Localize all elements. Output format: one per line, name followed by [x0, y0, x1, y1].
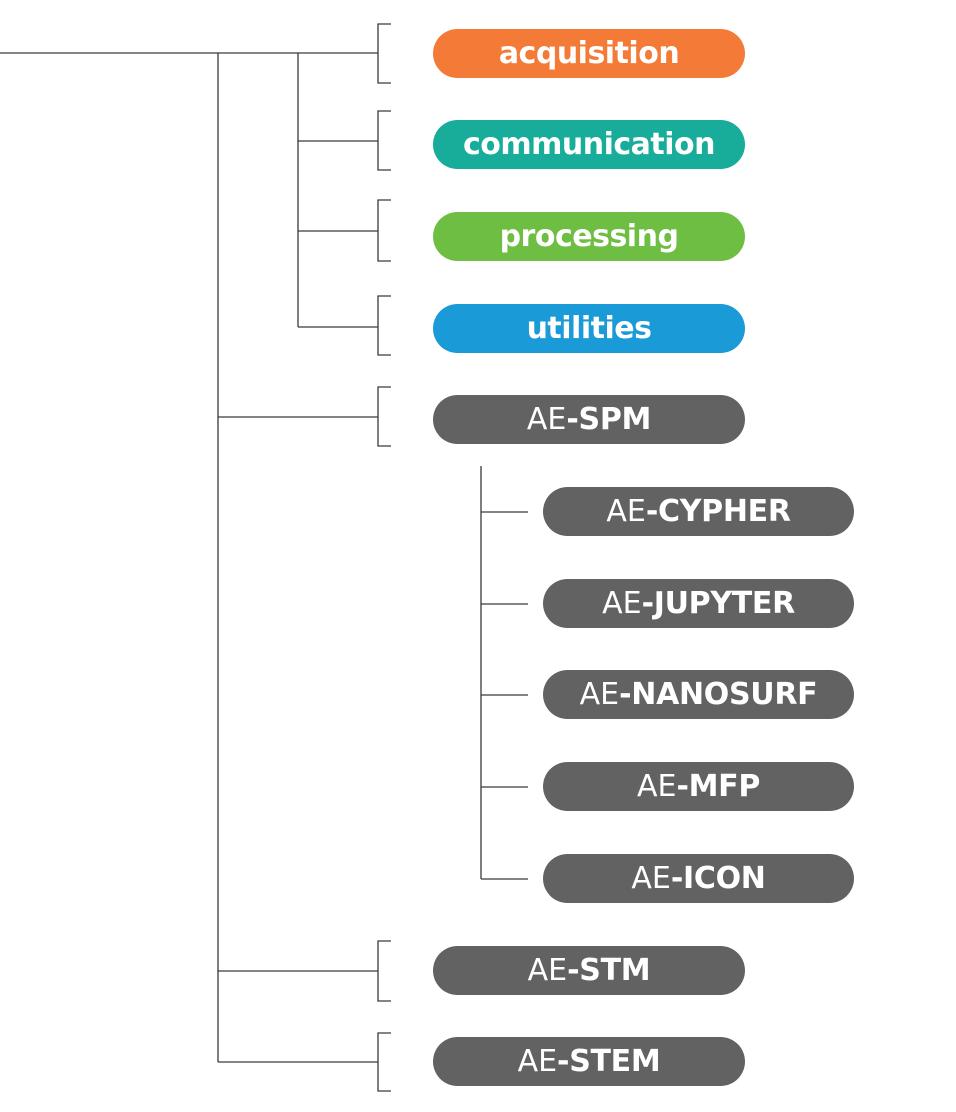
acquisition-label: acquisition — [498, 36, 680, 71]
ae-spm-prefix: AE — [526, 402, 567, 437]
ae-icon-prefix: AE — [631, 861, 671, 896]
utilities-node[interactable]: utilities — [433, 304, 745, 353]
ae-cypher-node[interactable]: AE-CYPHER — [543, 487, 854, 536]
ae-mfp-prefix: AE — [636, 769, 677, 804]
ae-spm-node[interactable]: AE-SPM — [433, 395, 745, 444]
bracket-processing — [377, 199, 391, 262]
communication-node[interactable]: communication — [433, 120, 745, 169]
bracket-acquisition — [377, 23, 391, 84]
processing-label: processing — [499, 219, 679, 254]
ae-stem-prefix: AE — [517, 1044, 558, 1079]
bracket-stem — [377, 1032, 391, 1092]
bracket-utilities — [377, 295, 391, 356]
ae-jupyter-node[interactable]: AE-JUPYTER — [543, 579, 854, 628]
ae-stem-node[interactable]: AE-STEM — [433, 1037, 745, 1086]
ae-jupyter-prefix: AE — [602, 586, 642, 621]
ae-jupyter-name: -JUPYTER — [641, 586, 796, 621]
acquisition-node[interactable]: acquisition — [433, 29, 745, 78]
ae-cypher-prefix: AE — [606, 494, 646, 529]
processing-node[interactable]: processing — [433, 212, 745, 261]
ae-mfp-node[interactable]: AE-MFP — [543, 762, 854, 811]
utilities-label: utilities — [526, 311, 652, 346]
ae-stm-name: -STM — [567, 953, 651, 988]
ae-nanosurf-name: -NANOSURF — [619, 677, 818, 712]
ae-icon-name: -ICON — [670, 861, 766, 896]
bracket-stm — [377, 940, 391, 1002]
ae-nanosurf-node[interactable]: AE-NANOSURF — [543, 670, 854, 719]
ae-cypher-name: -CYPHER — [645, 494, 791, 529]
ae-stem-name: -STEM — [557, 1044, 661, 1079]
ae-nanosurf-prefix: AE — [579, 677, 620, 712]
ae-icon-node[interactable]: AE-ICON — [543, 854, 854, 903]
bracket-spm — [377, 386, 391, 447]
ae-spm-name: -SPM — [566, 402, 652, 437]
ae-stm-node[interactable]: AE-STM — [433, 946, 745, 995]
communication-label: communication — [462, 127, 716, 162]
ae-stm-prefix: AE — [527, 953, 568, 988]
bracket-communication — [377, 110, 391, 171]
ae-mfp-name: -MFP — [676, 769, 761, 804]
